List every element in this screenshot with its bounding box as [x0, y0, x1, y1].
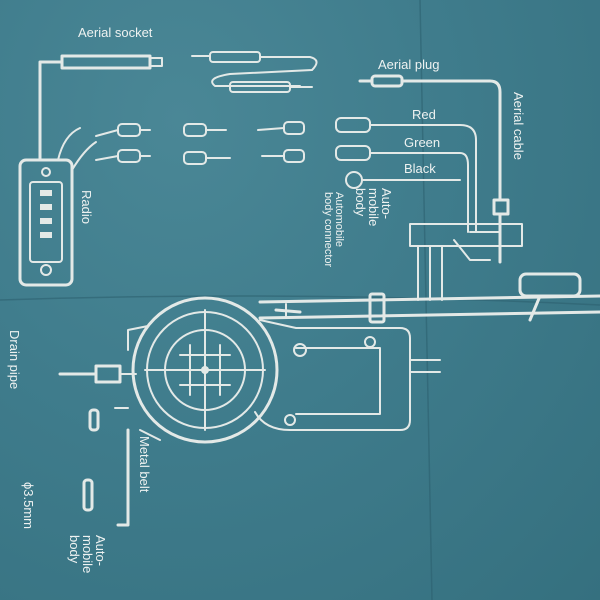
aerial-extension-cable [191, 51, 318, 93]
label-line: mobile [366, 188, 381, 227]
label-line: Automobile [333, 192, 345, 248]
radio-label: Radio [79, 190, 94, 224]
drain-pipe-label: Drain pipe [7, 330, 22, 390]
green-wire-label: Green [404, 135, 441, 150]
diameter-label: ϕ3.5mm [21, 482, 36, 530]
automobile-body-connector-label: Automobile body connector [322, 192, 345, 268]
metal-belt-label: Metal belt [137, 436, 152, 493]
label-line: Auto- [93, 535, 108, 567]
automobile-body-label-bottom: Auto- mobile body [67, 535, 108, 574]
aerial-plug-label: Aerial plug [378, 57, 440, 72]
automobile-body-label-top: Auto- mobile body [353, 188, 394, 227]
drain-pipe [58, 364, 137, 384]
label-line: body [353, 188, 368, 217]
junction-block [409, 223, 523, 301]
box-crease [0, 295, 600, 306]
label-line: body connector [322, 192, 334, 268]
motor-housing [127, 296, 441, 444]
radio-unit [18, 127, 97, 287]
red-wire-label: Red [412, 107, 436, 122]
label-line: Auto- [379, 188, 394, 220]
aerial-socket-connector [38, 54, 163, 162]
label-line: body [67, 535, 82, 564]
metal-belt [82, 407, 130, 527]
black-wire-label: Black [404, 161, 436, 176]
label-line: mobile [80, 535, 95, 574]
aerial-cable-label: Aerial cable [511, 92, 526, 160]
color-wire-connectors [335, 117, 477, 233]
aerial-plug-cable [358, 74, 510, 264]
antenna-mast [258, 272, 600, 324]
power-connectors [95, 121, 305, 165]
aerial-socket-label: Aerial socket [78, 25, 153, 40]
